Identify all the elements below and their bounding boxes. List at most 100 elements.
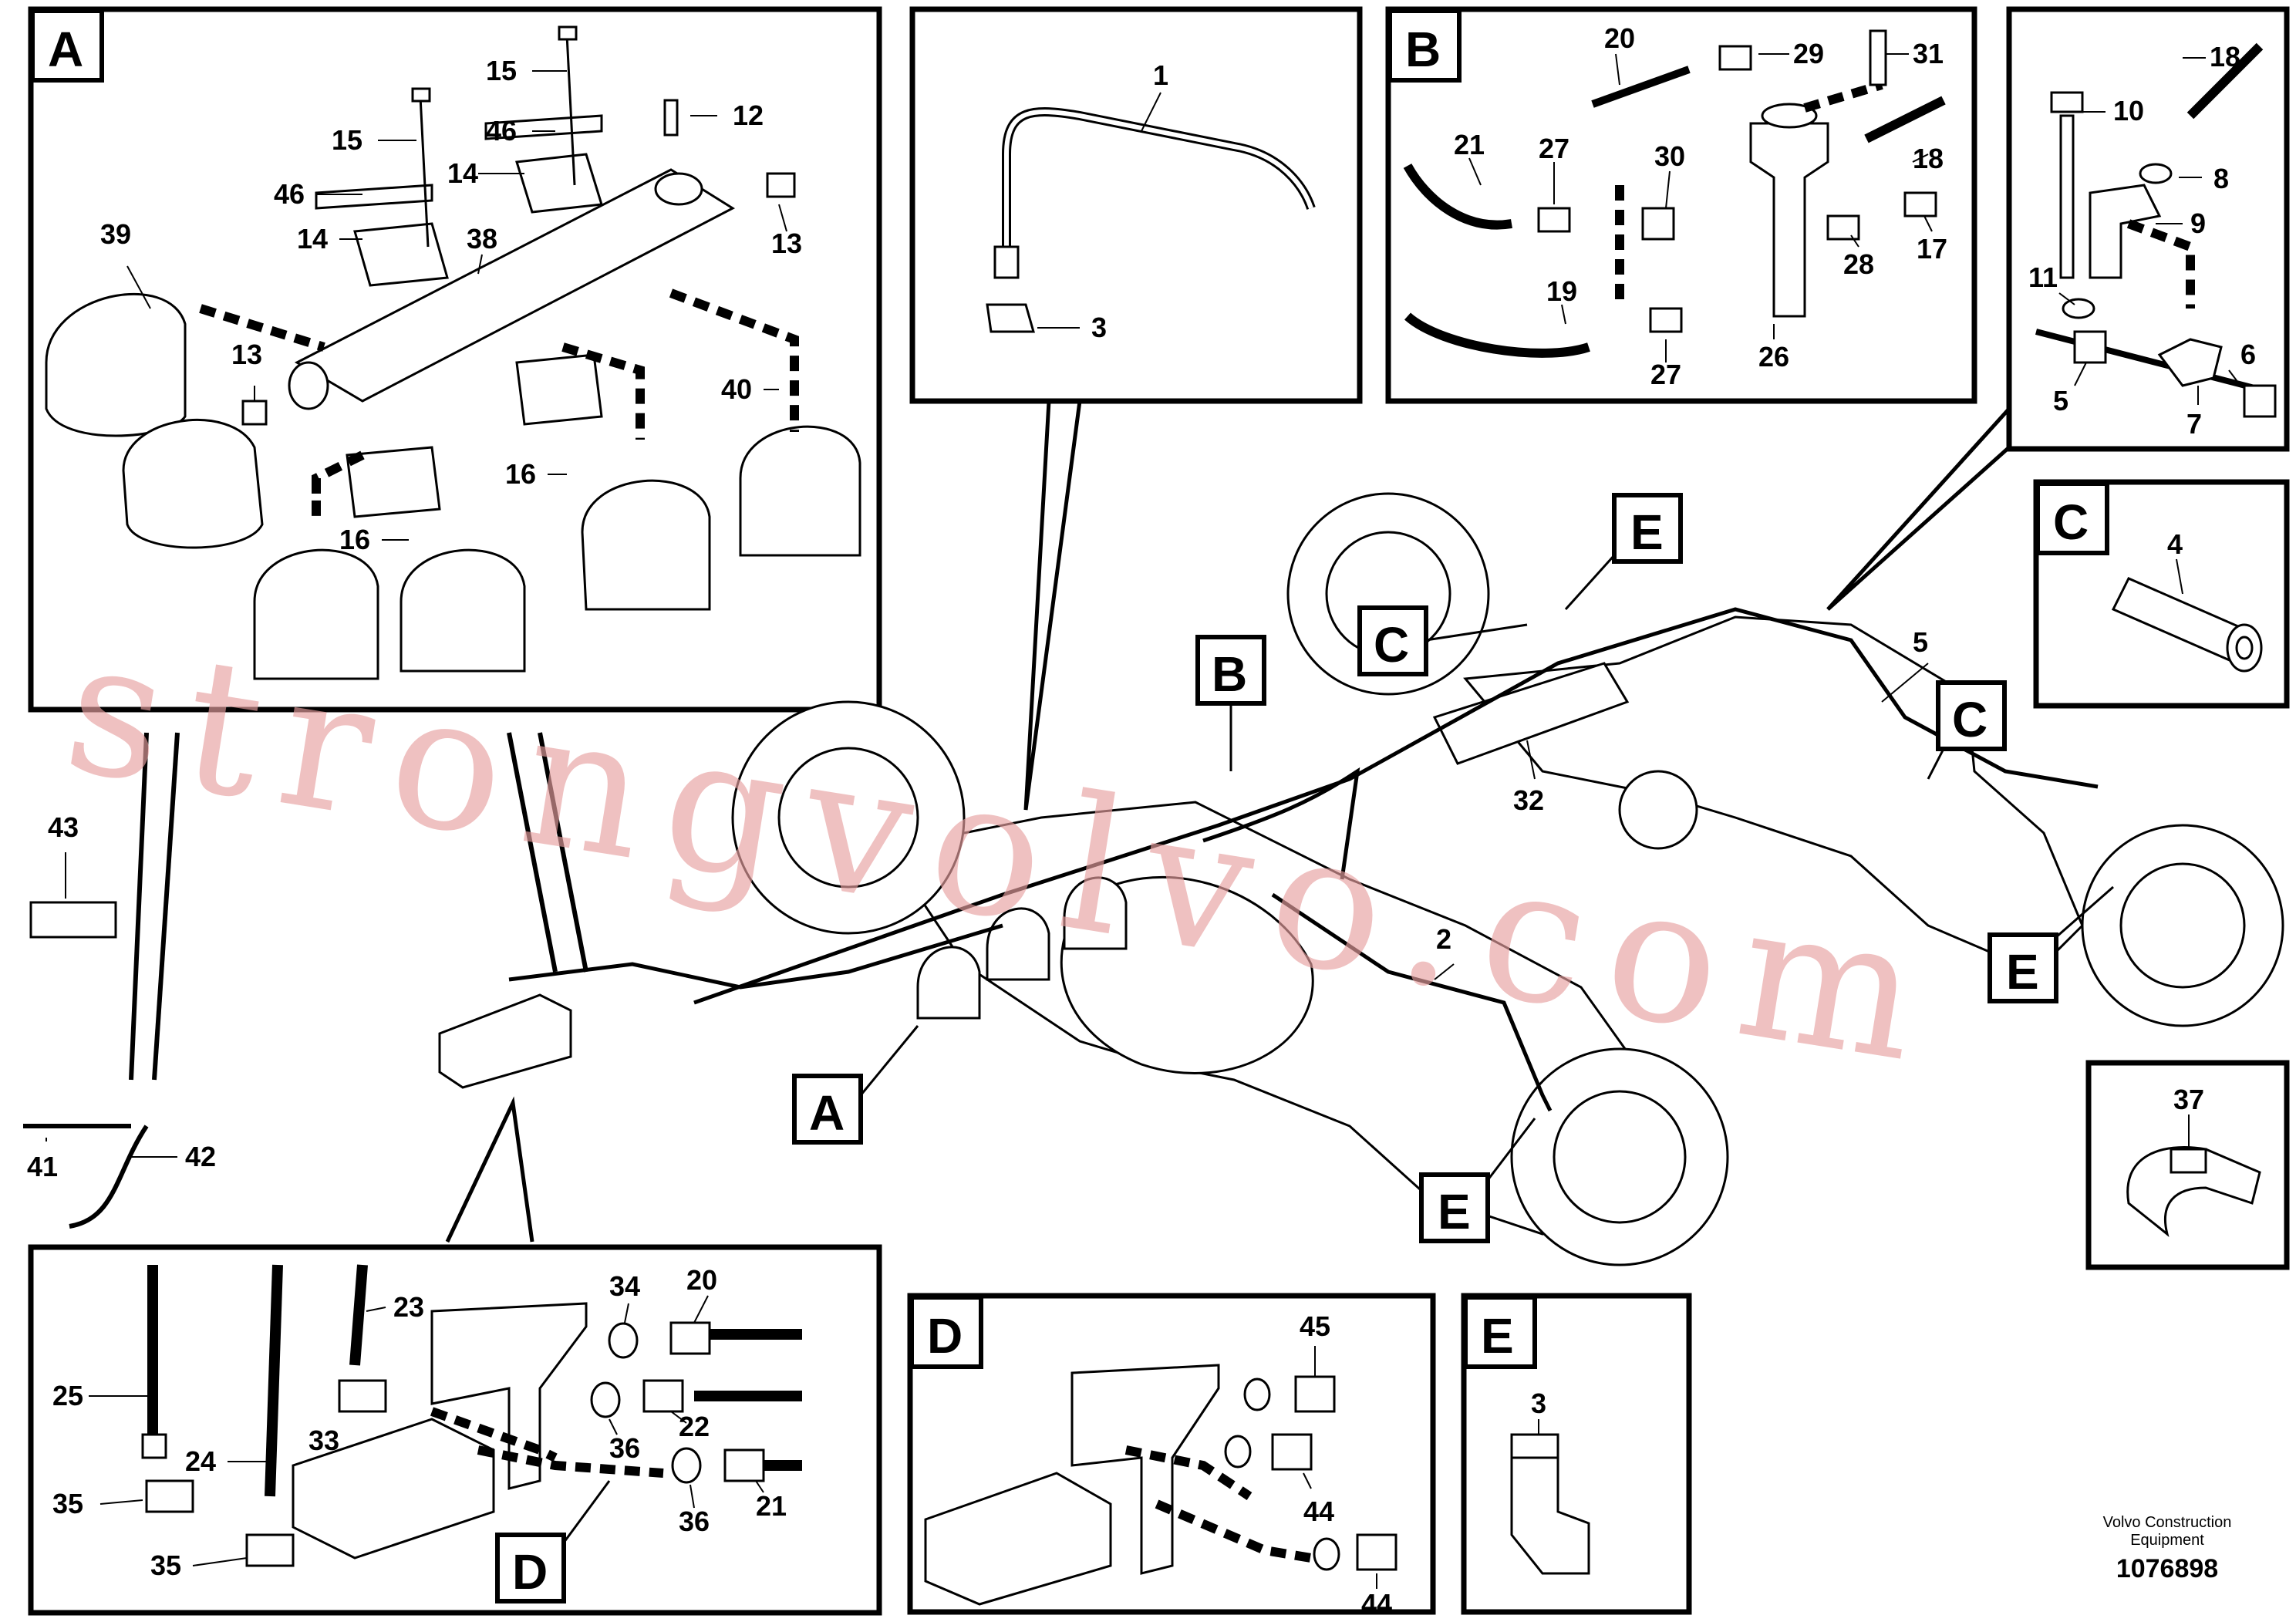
hose-bundle [508, 923, 1003, 990]
connection-dashed [430, 1407, 558, 1462]
hose-bundle-left [129, 732, 149, 1081]
label: 27 [1650, 359, 1681, 390]
label: 24 [185, 1445, 216, 1477]
nut-5 [2073, 330, 2107, 364]
label: 30 [1654, 140, 1685, 172]
label: 17 [1917, 233, 1947, 265]
label: 39 [100, 218, 131, 250]
panel-d-letter-box [909, 1295, 983, 1369]
label: 22 [679, 1411, 710, 1442]
hose-24 [265, 1264, 283, 1497]
label: 5 [2053, 385, 2068, 416]
plug-44-lower [1356, 1533, 1397, 1571]
cover-32 [1432, 662, 1630, 765]
label: 15 [332, 124, 362, 156]
elbow-35-lower [245, 1533, 295, 1567]
panel-c-letter: C [2053, 494, 2089, 550]
label: 46 [274, 178, 305, 210]
label: 35 [52, 1488, 83, 1519]
valve-block-d-detail [924, 1472, 1112, 1606]
accumulators [45, 292, 861, 680]
accumulator [400, 548, 526, 673]
valve-12 [663, 99, 679, 137]
connection-dashed [561, 342, 645, 440]
label: 32 [1513, 784, 1544, 816]
bolt-head [411, 87, 431, 103]
callout-e-box [1612, 493, 1683, 564]
callout-e2-box [1988, 932, 2058, 1003]
label: 1 [1153, 59, 1168, 91]
panel-e: E 3 [1461, 1293, 1692, 1615]
panel-tee-frame [2006, 6, 2290, 452]
connection-dashed [1155, 1499, 1312, 1563]
label: 4 [2167, 528, 2183, 560]
label: 11 [2028, 261, 2058, 293]
connection-dashed [669, 288, 799, 432]
panel-b-letter: B [1405, 22, 1441, 77]
hose-19 [1404, 312, 1590, 358]
callout-a-box [792, 1074, 863, 1145]
elbow-35 [145, 1479, 194, 1513]
main-assembly: B E C C E A E 32 5 [23, 400, 2284, 1266]
washer [1224, 1435, 1252, 1469]
label: 36 [609, 1432, 640, 1464]
label: 42 [185, 1141, 216, 1172]
footer: Volvo Construction Equipment 1076898 [2103, 1514, 2232, 1583]
panel-a: A [28, 6, 882, 713]
bolt-10 [2059, 114, 2075, 279]
elbow-fitting-3 [1510, 1441, 1590, 1575]
fitting-17 [1903, 191, 1937, 218]
panel-a-leaders [126, 70, 787, 541]
label: 15 [486, 55, 517, 86]
bolt-31 [1869, 29, 1887, 86]
elbow-nut [1510, 1433, 1559, 1459]
valve-43 [29, 901, 117, 939]
callout-e3: E [1438, 1184, 1471, 1239]
label: 3 [1531, 1388, 1546, 1419]
label: 45 [1300, 1310, 1330, 1342]
label: 46 [486, 115, 517, 147]
fitting-21 [723, 1448, 765, 1482]
accumulator [253, 548, 379, 680]
plate-46-left [315, 184, 433, 210]
callout-e3-box [1419, 1172, 1490, 1243]
label: 25 [52, 1380, 83, 1411]
label: 23 [393, 1291, 424, 1323]
label: 16 [505, 458, 536, 490]
accumulator-40 [739, 425, 861, 557]
washer-8 [2139, 163, 2173, 184]
mount-bracket [430, 1302, 588, 1490]
sleeve-4-end [2226, 623, 2263, 673]
panel-d-left-frame [28, 1244, 882, 1616]
accumulator-39 [45, 292, 187, 437]
label: 13 [231, 339, 262, 370]
valve-body-26 [1749, 122, 1829, 318]
panel-b-frame [1385, 6, 1977, 404]
callout-d: D [512, 1544, 548, 1600]
label: 35 [150, 1549, 181, 1581]
panel-b-letter-box [1387, 8, 1462, 83]
hose-18 [1864, 96, 1946, 143]
brake-line-2 [1271, 892, 1553, 1112]
panel-c-frame [2033, 479, 2290, 709]
label: 20 [1604, 22, 1635, 54]
clip-37-top [2170, 1148, 2207, 1174]
callout-b: B [1212, 646, 1247, 702]
label: 10 [2113, 95, 2144, 126]
label: 6 [2240, 339, 2256, 370]
callout-c2: C [1952, 692, 1988, 747]
callout-c: C [1374, 617, 1409, 673]
callout-a: A [809, 1085, 845, 1141]
callout-d-box [495, 1533, 566, 1603]
connection-dashed [199, 304, 325, 352]
label: 21 [1454, 129, 1485, 160]
panel-pipe-1: 1 3 [909, 6, 1363, 404]
clip-37 [2126, 1146, 2261, 1237]
panel-e-letter-box [1463, 1295, 1537, 1369]
label: 19 [1546, 275, 1577, 307]
callout-c2-box [1936, 680, 2007, 751]
elbow-33 [338, 1379, 387, 1413]
label: 29 [1793, 38, 1824, 69]
panel-c: C 4 [2033, 479, 2290, 709]
clamp-lower-left [346, 446, 441, 518]
